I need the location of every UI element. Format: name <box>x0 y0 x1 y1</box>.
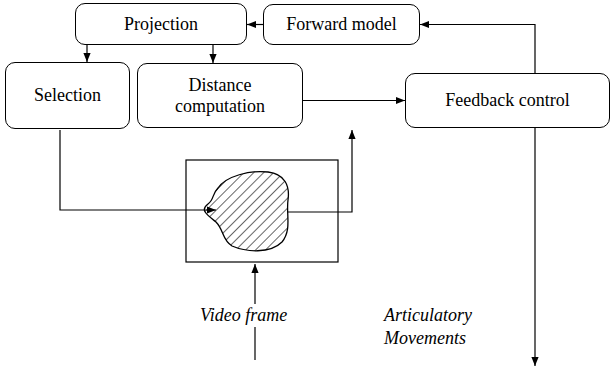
flow-arrow <box>86 45 87 62</box>
node-label: Distance computation <box>146 75 294 116</box>
output-arrow <box>534 128 535 366</box>
measure-line <box>288 130 352 212</box>
node-label: Selection <box>34 85 101 106</box>
flow-arrow <box>420 25 535 74</box>
input-label: Video frame <box>200 304 287 327</box>
node-label: Feedback control <box>445 90 569 111</box>
selection-line <box>60 130 216 210</box>
process-box: Selection <box>5 62 130 129</box>
flow-arrow <box>247 24 263 25</box>
process-box: Distance computation <box>137 63 303 128</box>
process-box: Projection <box>75 3 247 45</box>
tracked-blob <box>204 172 288 251</box>
video-frame <box>186 160 338 262</box>
flow-arrow <box>303 100 405 101</box>
flow-arrow <box>212 45 213 63</box>
node-label: Forward model <box>286 14 396 35</box>
output-label: Articulatory Movements <box>384 304 502 351</box>
process-box: Forward model <box>263 4 420 45</box>
node-label: Projection <box>124 14 198 35</box>
process-box: Feedback control <box>405 73 610 128</box>
